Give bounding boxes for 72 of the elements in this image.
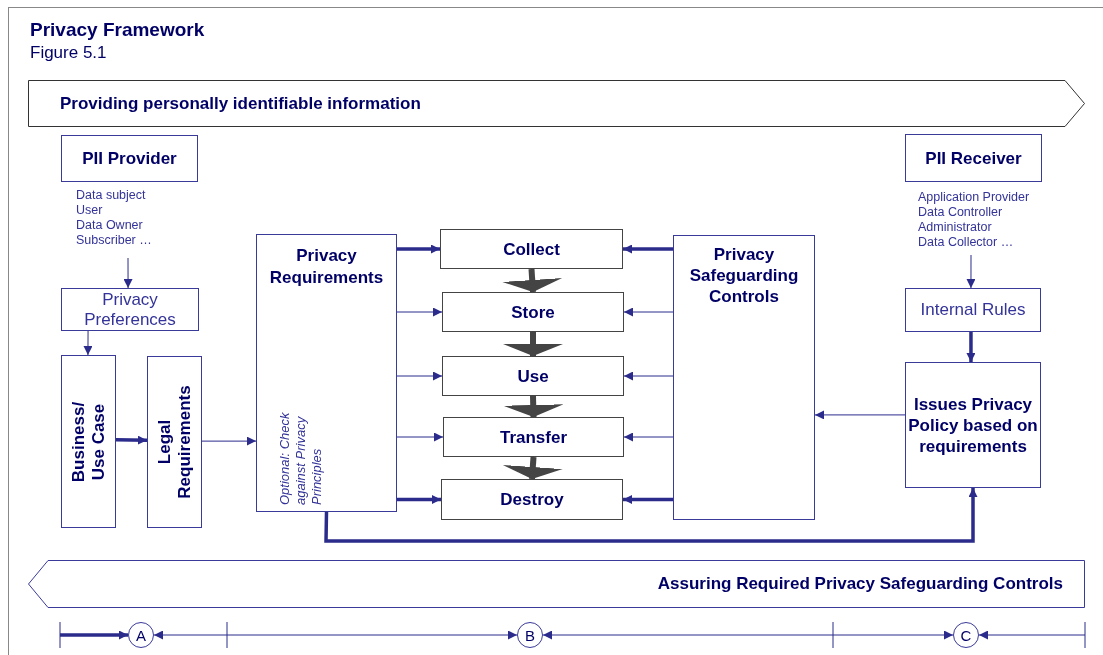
box-label: Transfer [499,426,568,448]
process-box [905,288,1041,332]
process-box [147,356,202,528]
list-item: User [76,203,104,218]
list-item: Data Controller [918,205,1004,220]
phase-letter: C [960,627,972,643]
arrow [623,495,673,504]
arrow [83,330,93,356]
block-arrow [502,268,563,293]
block-arrow [503,332,563,356]
box-label: Store [511,301,555,323]
arrow [123,257,133,289]
figure-label: Figure 5.1 [30,42,107,64]
arrow [623,432,674,442]
arrow [814,410,906,420]
arrow [396,307,443,317]
arrow [397,244,440,254]
box-label: PII Provider [82,148,177,169]
arrow [623,371,674,381]
list-item: Data Collector … [918,235,1015,250]
phase-letter: B [525,627,535,643]
step-box [441,479,623,520]
arrow [226,630,518,640]
step-box [442,356,624,396]
arrow [396,371,443,381]
arrow [153,630,228,640]
list-item: Administrator [918,220,993,235]
box-label: Destroy [500,489,564,510]
box-label: Collect [503,238,560,260]
arrow [623,307,674,317]
arrow [832,630,954,640]
list-item: Data subject [76,188,147,203]
process-box [256,234,397,512]
process-box [905,134,1042,182]
arrow [115,435,148,445]
arrow [397,495,441,504]
box-label: Use [517,365,549,387]
box-label: Business/ Use Case [68,400,109,484]
banner-text: Assuring Required Privacy Safeguarding Controls [657,573,1063,596]
process-box [673,235,815,520]
list-item: Subscriber … [76,233,152,248]
arrow [978,630,1086,640]
process-box [905,362,1041,488]
arrow [966,254,976,289]
box-label: PII Receiver [925,147,1022,169]
box-label: Privacy Requirements [268,245,385,289]
phase-letter: A [136,627,146,643]
process-box [61,135,198,182]
list-item: Application Provider [918,190,1030,205]
banner-text: Providing personally identifiable information [60,92,421,115]
arrow [396,432,444,442]
diagram-title: Privacy Framework [30,18,205,42]
box-label: Legal Requirements [154,384,195,501]
box-label: Issues Privacy Policy based on requirements [907,393,1039,457]
arrow [324,488,978,543]
process-box [61,355,116,528]
note-text: Optional: Check against Privacy Principles [277,411,325,505]
arrow [542,630,834,640]
list-item: Data Owner [76,218,144,233]
arrow [623,244,673,254]
box-label: Internal Rules [920,300,1026,320]
process-box [61,288,199,331]
step-box [443,417,624,457]
arrow [60,630,128,640]
step-box [442,292,624,332]
arrow [201,436,257,446]
block-arrow [502,456,563,480]
block-arrow [503,395,564,418]
box-label: Privacy Safeguarding Controls [688,244,800,307]
box-label: Privacy Preferences [83,289,177,330]
arrow [966,332,976,362]
step-box [440,229,623,269]
